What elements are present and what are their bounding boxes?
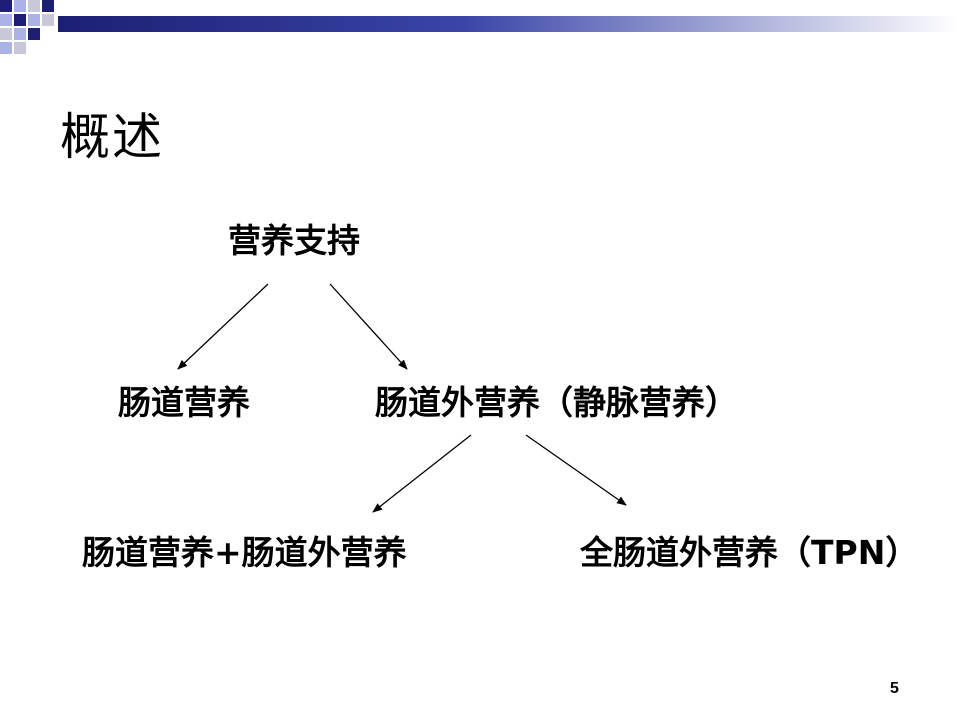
arrow-root-to-enteral	[177, 283, 269, 370]
arrow-root-to-parenteral	[329, 283, 408, 370]
header-decoration	[0, 0, 960, 54]
node-enteral-plus-parenteral: 肠道营养+肠道外营养	[82, 533, 407, 572]
corner-squares	[0, 0, 54, 54]
node-parenteral-nutrition: 肠道外营养（静脉营养）	[375, 383, 738, 422]
node-total-parenteral-nutrition: 全肠道外营养（TPN）	[580, 533, 919, 572]
arrow-parenteral-to-combined	[372, 434, 472, 513]
node-nutrition-support: 营养支持	[228, 221, 360, 260]
page-number: 5	[890, 680, 899, 697]
header-gradient-band	[58, 16, 960, 32]
arrow-parenteral-to-tpn	[525, 434, 627, 506]
slide-title: 概述	[60, 108, 164, 166]
node-enteral-nutrition: 肠道营养	[118, 383, 250, 422]
